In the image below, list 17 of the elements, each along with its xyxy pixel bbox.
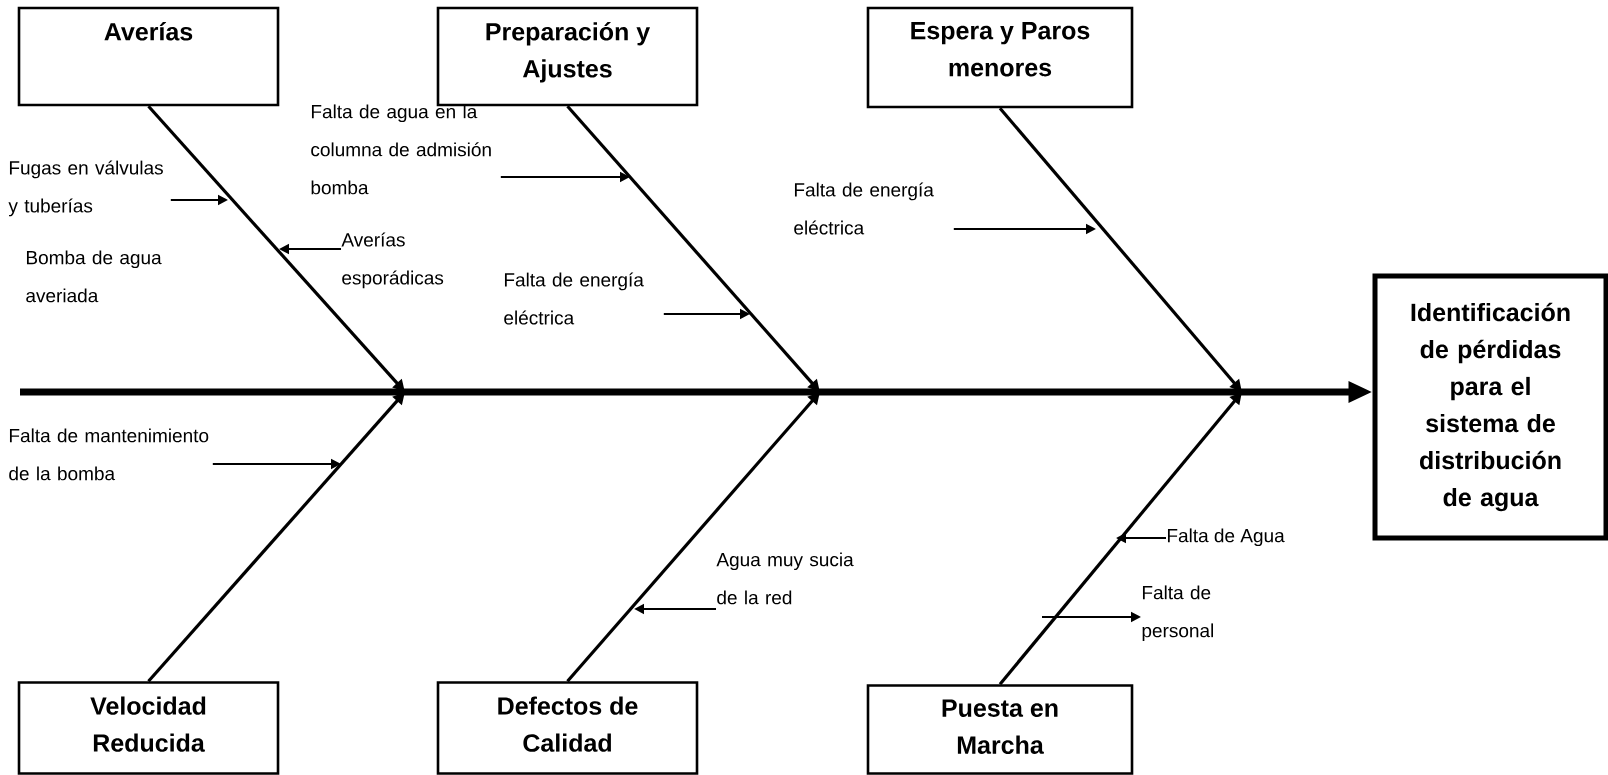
cause-text: Bomba de agua averiada [26,250,162,303]
cause-text: Fugas en válvulas y tuberías [8,160,163,217]
cause-text: Falta de agua en la columna de admisión bomba [311,104,491,195]
cause-text: Falta de Agua [1168,528,1285,547]
category-box: Puesta en Marcha [866,684,1134,775]
cause-text: Falta de energía eléctrica [794,182,934,235]
category-box: Averías [17,6,280,107]
category-box: Espera y Paros menores [866,6,1134,109]
cause-text: Falta de mantenimiento de la bomba [9,428,209,481]
cause-text: Averías esporádicas [341,232,444,289]
effect-box: Identificación de pérdidas para el sistema de distribución de agua [1372,273,1608,541]
category-box: Velocidad Reducida [17,681,280,775]
category-box: Preparación y Ajustes [436,6,699,107]
category-box: Defectos de Calidad [436,681,699,775]
cause-text: Agua muy sucia de la red [716,552,854,605]
cause-text: Falta de personal [1142,585,1213,642]
cause-text: Falta de energía eléctrica [504,272,644,325]
